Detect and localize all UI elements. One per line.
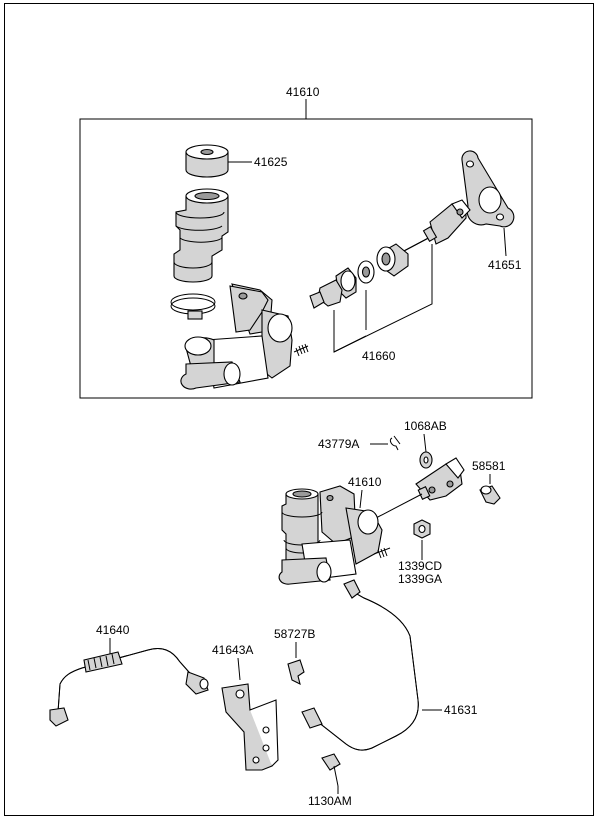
master-cylinder-upper <box>180 283 309 390</box>
master-cylinder-lower <box>278 485 391 585</box>
tube <box>301 579 419 751</box>
reservoir-cap <box>185 144 229 178</box>
nut <box>413 519 431 539</box>
push-rod-lower <box>375 493 423 519</box>
clip-pin <box>389 435 401 451</box>
label-nut-a: 1339CD <box>398 559 442 573</box>
label-clip-pin: 43779A <box>318 437 359 451</box>
pin <box>479 485 501 505</box>
bolt <box>321 753 341 787</box>
clip <box>287 659 305 686</box>
label-hose: 41640 <box>96 623 130 637</box>
washer <box>419 451 433 469</box>
clevis-lower <box>415 457 465 501</box>
label-piston-kit: 41660 <box>362 349 396 363</box>
push-rod-upper <box>401 199 471 253</box>
label-pin: 58581 <box>472 459 506 473</box>
label-nut-b: 1339GA <box>398 572 442 586</box>
label-bolt: 1130AM <box>308 794 352 808</box>
leader-gasket <box>503 227 507 257</box>
reservoir-body <box>173 188 229 283</box>
label-bracket: 41643A <box>212 643 253 657</box>
gasket <box>461 150 515 228</box>
leader-piston-kit <box>333 244 433 353</box>
label-assembly-lower: 41610 <box>348 475 382 489</box>
diagram-frame <box>4 3 594 816</box>
label-washer: 1068AB <box>404 419 447 433</box>
label-gasket: 41651 <box>488 258 522 272</box>
piston-kit <box>309 260 375 309</box>
label-reservoir-cap: 41625 <box>254 155 288 169</box>
label-assembly-top: 41610 <box>286 85 320 99</box>
hose-clamp <box>170 293 216 320</box>
leader-piston-kit-2 <box>333 335 367 353</box>
leader-washer <box>423 433 427 453</box>
leader-bracket <box>237 657 241 681</box>
label-tube: 41631 <box>444 703 478 717</box>
bracket <box>221 683 279 771</box>
label-clip: 58727B <box>274 627 315 641</box>
hose <box>49 648 209 727</box>
leader-assembly-lower <box>359 489 363 509</box>
dust-boot <box>376 243 409 277</box>
